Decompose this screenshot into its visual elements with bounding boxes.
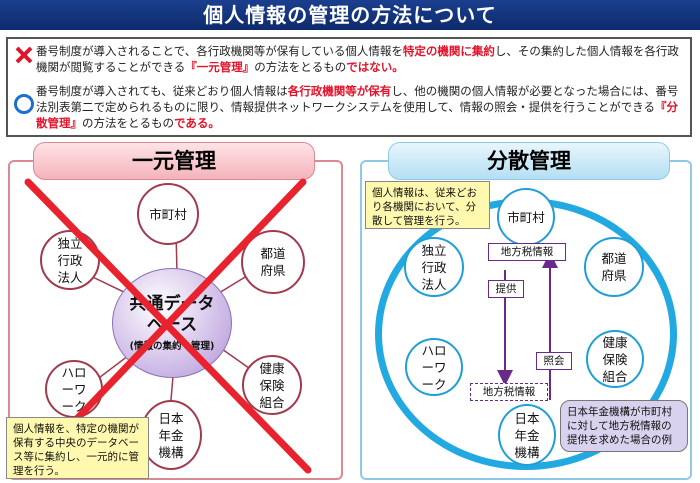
distributed-node-hellowork: ハローワーク <box>405 338 463 396</box>
distributed-node-pension: 日本年金機構 <box>498 404 556 466</box>
distributed-callout-bottom: 日本年金機構が市町村に対して地方税情報の提供を求めた場合の例 <box>560 400 688 452</box>
notes-box: 番号制度が導入されることで、各行政機関等が保有している個人情報を特定の機関に集約… <box>6 37 692 137</box>
note-negative-highlight-2: 『一元管理』 <box>185 60 255 74</box>
circle-mark-icon <box>14 94 34 114</box>
distributed-title: 分散管理 <box>388 142 670 180</box>
inquiry-label: 照会 <box>536 352 572 370</box>
cross-mark-icon <box>15 46 33 64</box>
note-positive-highlight-1: 各行政機関等が保有 <box>287 84 392 98</box>
note-positive: 番号制度が導入されても、従来どおり個人情報は各行政機関等が保有し、他の機関の個人… <box>36 83 684 131</box>
note-negative-pre: 番号制度が導入されることで、各行政機関等が保有している個人情報を <box>36 44 403 58</box>
distributed-node-health: 健康保険組合 <box>586 330 644 388</box>
note-positive-post: の方法をとるもの <box>82 116 174 130</box>
centralized-node-city: 市町村 <box>137 183 199 245</box>
note-positive-highlight-3: である。 <box>174 116 220 130</box>
centralized-callout: 個人情報を、特定の機関が保有する中央のデータベース等に集約し、一元的に管理を行う… <box>6 417 149 479</box>
note-negative-highlight-1: 特定の機関に集約 <box>402 44 495 58</box>
note-negative-post: の方法をとるもの <box>254 60 347 74</box>
note-positive-highlight-2: 『分散管理』 <box>36 100 679 130</box>
distributed-node-city: 市町村 <box>497 188 555 246</box>
local-tax-info-tag-bottom: 地方税情報 <box>470 383 548 401</box>
distributed-callout-top: 個人情報は、従来どおり各機関において、分散して管理を行う。 <box>365 181 490 229</box>
centralized-node-health: 健康保険組合 <box>242 355 302 415</box>
distributed-node-prefecture: 都道府県 <box>584 237 644 297</box>
local-tax-info-tag-top: 地方税情報 <box>488 243 566 261</box>
note-negative-highlight-3: ではない。 <box>346 60 404 74</box>
note-negative-mid: し、その集約した個人情報を各行政機関が閲覧することができる <box>36 44 679 74</box>
centralized-title: 一元管理 <box>33 142 315 180</box>
distributed-node-independent: 独立行政法人 <box>404 237 464 297</box>
central-database-subtitle: (情報の集約・管理) <box>129 341 215 352</box>
note-negative: 番号制度が導入されることで、各行政機関等が保有している個人情報を特定の機関に集約… <box>36 43 684 75</box>
provide-label: 提供 <box>488 280 524 298</box>
centralized-node-independent: 独立行政法人 <box>40 230 100 290</box>
note-positive-mid: し、他の機関の個人情報が必要となった場合には、番号法別表第二で定められるものに限… <box>36 84 679 114</box>
note-positive-pre: 番号制度が導入されても、従来どおり個人情報は <box>36 84 288 98</box>
page-title: 個人情報の管理の方法について <box>0 0 700 30</box>
